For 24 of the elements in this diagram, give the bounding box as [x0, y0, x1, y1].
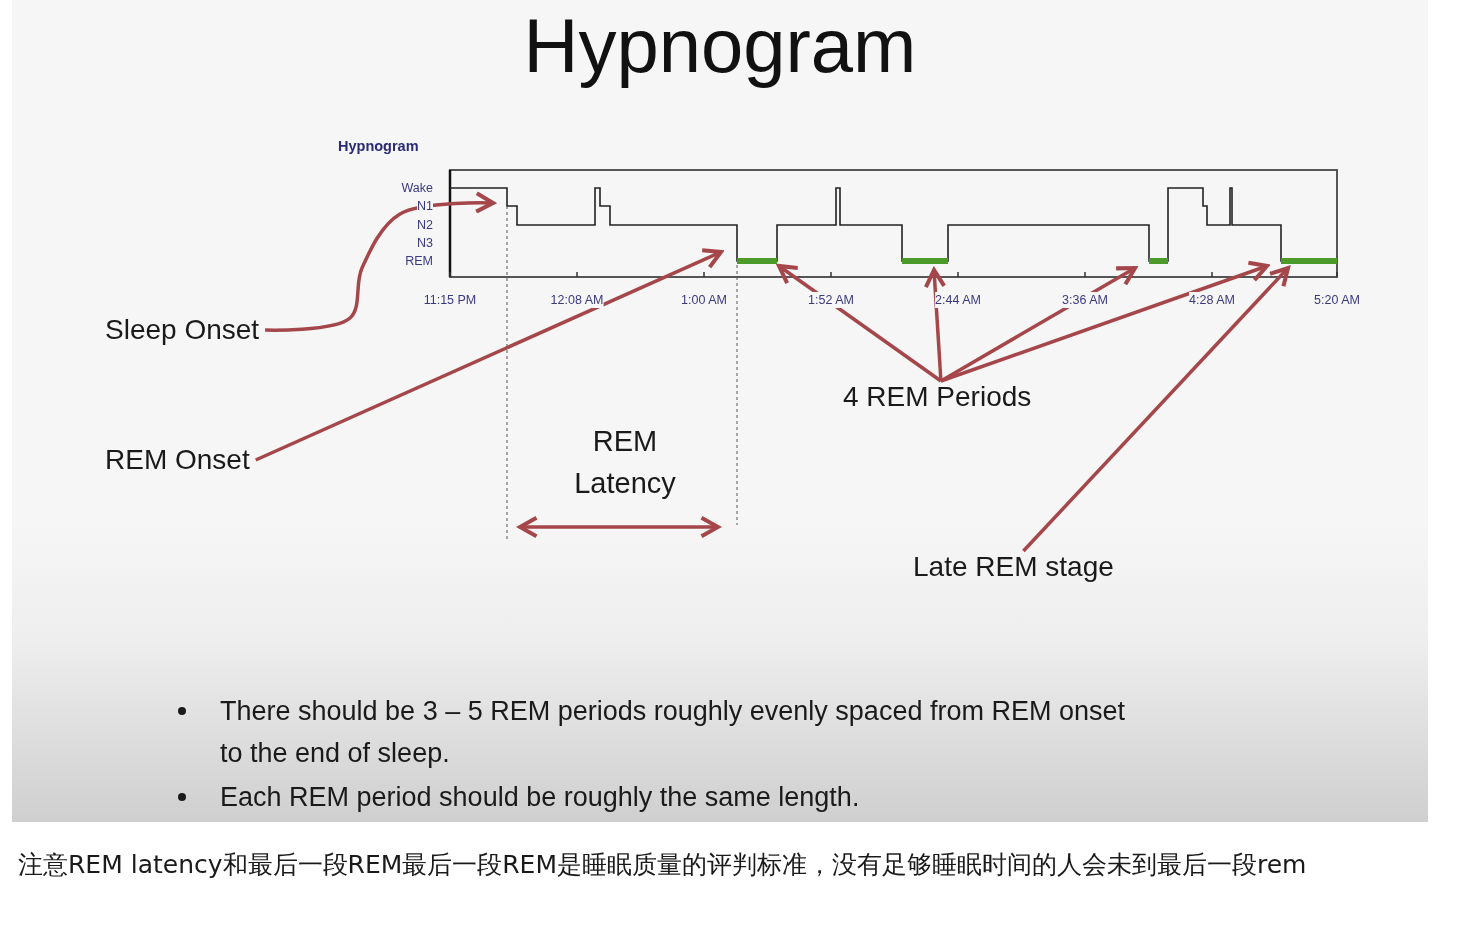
- caption: 注意REM latency和最后一段REM最后一段REM是睡眠质量的评判标准，没有足够睡眠时间的人会未到最后一段rem: [18, 849, 1308, 881]
- annotation-label: 4 REM Periods: [843, 379, 1032, 415]
- axis-label: 1:52 AM: [808, 292, 854, 308]
- annotation-label: Late REM stage: [913, 549, 1114, 585]
- chart-title: Hypnogram: [338, 138, 419, 154]
- dimension-label: REM Latency: [573, 424, 677, 501]
- axis-label: 2:44 AM: [935, 292, 981, 308]
- annotation-label: REM Onset: [105, 442, 250, 478]
- annotation-label: Sleep Onset: [105, 312, 260, 348]
- title: Hypnogram: [522, 2, 918, 90]
- arrow: [1022, 266, 1290, 553]
- bullet-text: Each REM period should be roughly the same length.: [220, 781, 861, 814]
- rem-period-bar: [1281, 258, 1337, 264]
- rem-period-bar: [737, 258, 777, 264]
- bullet-text: There should be 3 – 5 REM periods roughly evenly spaced from REM onset to the end of sleep.: [220, 695, 1126, 770]
- rem-period-bar: [902, 258, 948, 264]
- axis-label: 3:36 AM: [1062, 292, 1108, 308]
- arrow: [255, 248, 723, 462]
- rem-period-bar: [1149, 258, 1168, 264]
- axis-label: 12:08 AM: [550, 292, 604, 308]
- arrow: [265, 191, 495, 332]
- arrow: [777, 264, 942, 383]
- arrow: [923, 268, 947, 382]
- arrow: [940, 260, 1269, 383]
